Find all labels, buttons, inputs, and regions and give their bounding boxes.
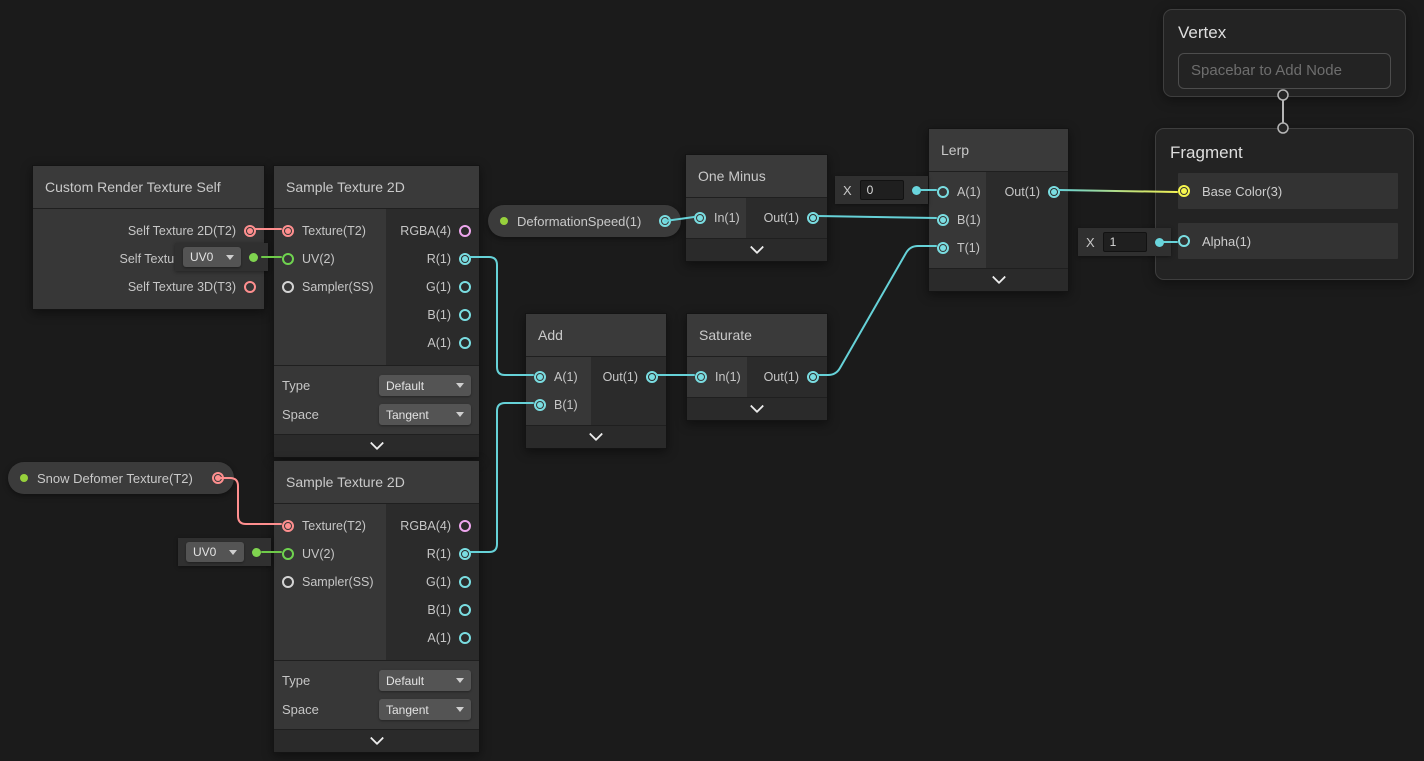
type-dropdown[interactable]: Default — [379, 670, 471, 691]
port-b-in[interactable] — [937, 214, 949, 226]
space-dropdown[interactable]: Tangent — [379, 404, 471, 425]
port-t-in[interactable] — [937, 242, 949, 254]
x-value-widget-lerp-a: X — [835, 176, 928, 204]
port-out[interactable] — [807, 371, 819, 383]
edge-saturate-to-lerp-t[interactable] — [817, 245, 937, 376]
chevron-down-icon — [991, 270, 1006, 285]
port-out[interactable] — [1048, 186, 1060, 198]
port-sampler-in[interactable] — [282, 576, 294, 588]
port-deformation-speed-out[interactable] — [659, 215, 671, 227]
port-b-out[interactable] — [459, 309, 471, 321]
node-title: Add — [526, 314, 666, 357]
dropdown-arrow-icon — [229, 549, 237, 555]
port-snow-deformer-out[interactable] — [212, 472, 224, 484]
node-sample-texture-2d-bottom[interactable]: Sample Texture 2D Texture(T2) UV(2) Samp… — [273, 460, 480, 753]
node-saturate[interactable]: Saturate In(1) Out(1) — [686, 313, 828, 421]
node-lerp[interactable]: Lerp A(1) B(1) T(1) Out(1) — [928, 128, 1069, 292]
node-title: Sample Texture 2D — [274, 461, 479, 504]
collapse-chevron[interactable] — [274, 434, 479, 457]
uv-channel-dropdown[interactable]: UV0 — [183, 247, 241, 267]
port-in[interactable] — [695, 371, 707, 383]
output-row: Self Texture 3D(T3) — [33, 273, 264, 301]
port-uv-in[interactable] — [282, 253, 294, 265]
spacebar-hint: Spacebar to Add Node — [1178, 53, 1391, 89]
port-in[interactable] — [694, 212, 706, 224]
port-b-out[interactable] — [459, 604, 471, 616]
node-title: Vertex — [1178, 23, 1227, 42]
chevron-down-icon — [369, 436, 384, 451]
connector-dot — [911, 185, 921, 195]
dropdown-arrow-icon — [456, 412, 464, 417]
x-value-input[interactable] — [1102, 232, 1147, 252]
port-self-texture-3d[interactable] — [244, 281, 256, 293]
port-out[interactable] — [646, 371, 658, 383]
port-a-out[interactable] — [459, 632, 471, 644]
fragment-row-alpha: Alpha(1) — [1178, 223, 1398, 259]
port-g-out[interactable] — [459, 576, 471, 588]
port-self-texture-2d[interactable] — [244, 225, 256, 237]
dropdown-arrow-icon — [226, 254, 234, 260]
node-title: Fragment — [1170, 143, 1243, 162]
port-rgba-out[interactable] — [459, 225, 471, 237]
connector-dot — [252, 547, 261, 557]
port-g-out[interactable] — [459, 281, 471, 293]
port-b-in[interactable] — [534, 399, 546, 411]
node-title: One Minus — [686, 155, 827, 198]
space-dropdown[interactable]: Tangent — [379, 699, 471, 720]
node-fragment[interactable]: Fragment Base Color(3) Alpha(1) — [1155, 128, 1414, 280]
dropdown-arrow-icon — [456, 678, 464, 683]
port-out[interactable] — [807, 212, 819, 224]
port-a-out[interactable] — [459, 337, 471, 349]
port-r-out[interactable] — [459, 253, 471, 265]
uv-channel-widget-top: UV0 — [175, 243, 268, 271]
node-custom-render-texture-self[interactable]: Custom Render Texture Self Self Texture … — [32, 165, 265, 310]
port-texture-in[interactable] — [282, 225, 294, 237]
port-alpha[interactable] — [1178, 235, 1190, 247]
node-sample-texture-2d-top[interactable]: Sample Texture 2D Texture(T2) UV(2) Samp… — [273, 165, 480, 458]
chevron-down-icon — [749, 399, 765, 414]
collapse-chevron[interactable] — [929, 268, 1068, 291]
x-value-input[interactable] — [859, 180, 904, 200]
property-pill-snow-deformer[interactable]: Snow Defomer Texture(T2) — [8, 462, 234, 494]
connector-dot — [249, 252, 258, 262]
collapse-chevron[interactable] — [274, 729, 479, 752]
chevron-down-icon — [369, 731, 384, 746]
port-texture-in[interactable] — [282, 520, 294, 532]
exposed-property-icon — [20, 474, 28, 482]
dropdown-arrow-icon — [456, 707, 464, 712]
port-a-in[interactable] — [534, 371, 546, 383]
node-title: Lerp — [929, 129, 1068, 172]
port-uv-in[interactable] — [282, 548, 294, 560]
exposed-property-icon — [500, 217, 508, 225]
x-value-widget-alpha: X — [1078, 228, 1171, 256]
node-add[interactable]: Add A(1) B(1) Out(1) — [525, 313, 667, 449]
uv-channel-dropdown[interactable]: UV0 — [186, 542, 244, 562]
chevron-down-icon — [749, 240, 764, 255]
collapse-chevron[interactable] — [686, 238, 827, 261]
port-rgba-out[interactable] — [459, 520, 471, 532]
port-a-in[interactable] — [937, 186, 949, 198]
node-title: Sample Texture 2D — [274, 166, 479, 209]
collapse-chevron[interactable] — [526, 425, 666, 448]
node-vertex[interactable]: Vertex Spacebar to Add Node — [1163, 9, 1406, 97]
node-title: Saturate — [687, 314, 827, 357]
property-pill-deformation-speed[interactable]: DeformationSpeed(1) — [488, 205, 681, 237]
port-base-color[interactable] — [1178, 185, 1190, 197]
node-title: Custom Render Texture Self — [33, 166, 264, 209]
connector-dot — [1154, 237, 1164, 247]
node-one-minus[interactable]: One Minus In(1) Out(1) — [685, 154, 828, 262]
fragment-row-basecolor: Base Color(3) — [1178, 173, 1398, 209]
port-r-out[interactable] — [459, 548, 471, 560]
chevron-down-icon — [588, 427, 604, 442]
output-row: Self Texture 2D(T2) — [33, 217, 264, 245]
edge-oneminus-to-lerp-b[interactable] — [817, 215, 937, 219]
dropdown-arrow-icon — [456, 383, 464, 388]
uv-channel-widget-bottom: UV0 — [178, 538, 271, 566]
port-sampler-in[interactable] — [282, 281, 294, 293]
type-dropdown[interactable]: Default — [379, 375, 471, 396]
collapse-chevron[interactable] — [687, 397, 827, 420]
